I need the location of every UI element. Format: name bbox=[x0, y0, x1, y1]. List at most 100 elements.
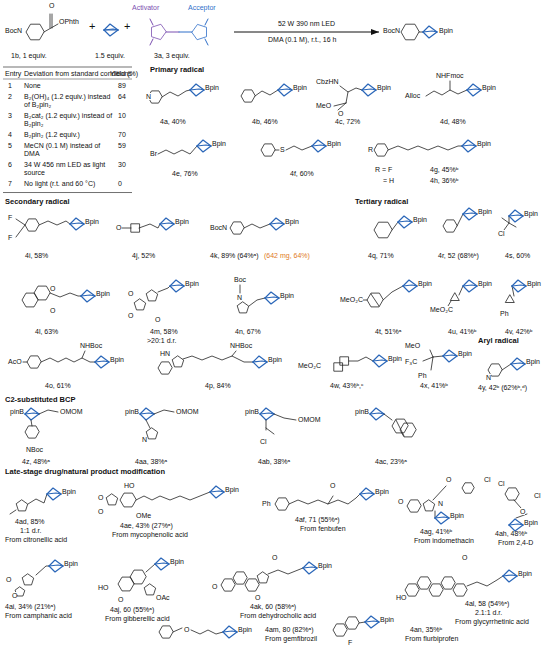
bond bbox=[44, 24, 58, 32]
atom-label: Bpin bbox=[170, 558, 184, 565]
atom-label: Bpin bbox=[85, 218, 99, 225]
bond bbox=[278, 90, 292, 96]
bond bbox=[504, 216, 509, 230]
acceptor-label: Acceptor bbox=[188, 4, 216, 12]
bond bbox=[158, 146, 197, 154]
bond bbox=[136, 492, 210, 500]
bond bbox=[363, 300, 367, 301]
bond bbox=[384, 414, 392, 420]
bond bbox=[190, 89, 204, 90]
bond bbox=[312, 140, 326, 146]
compound-label: 4ad, 85% bbox=[15, 518, 45, 526]
bond bbox=[106, 494, 117, 505]
compound-label: 4y, 42ᵇ (62%ᵇ,ᵈ) bbox=[478, 384, 527, 392]
bond bbox=[430, 350, 433, 357]
table-cell: B₂pin₂ (1.2 equiv.) bbox=[24, 131, 114, 139]
bond bbox=[210, 491, 224, 492]
compound-label: From citronellic acid bbox=[5, 536, 67, 544]
bond bbox=[423, 32, 437, 38]
table-cell: B₂cat₂ (1.2 equiv.) instead of B₂pin₂ bbox=[24, 112, 114, 128]
bond bbox=[462, 483, 474, 493]
bond bbox=[233, 572, 247, 584]
amount-label: 1.5 equiv. bbox=[95, 52, 125, 60]
bond bbox=[159, 626, 173, 638]
atom-label: N bbox=[237, 294, 242, 301]
bond bbox=[192, 24, 207, 39]
bond bbox=[197, 145, 211, 146]
bond bbox=[463, 285, 477, 286]
bond bbox=[25, 426, 39, 438]
bond bbox=[155, 558, 169, 564]
bond bbox=[223, 631, 237, 632]
bond bbox=[370, 413, 384, 414]
bond bbox=[400, 423, 416, 437]
table-cell: 1 bbox=[8, 82, 12, 90]
bond bbox=[462, 140, 476, 146]
bond bbox=[511, 364, 525, 370]
bond bbox=[429, 584, 443, 596]
bond bbox=[28, 494, 47, 504]
bond bbox=[312, 146, 326, 152]
atom-label: Bpin bbox=[280, 292, 294, 299]
bond bbox=[360, 493, 374, 494]
atom-label: Br bbox=[150, 150, 157, 157]
table-cell: 10 bbox=[118, 112, 126, 120]
compound-label: From gibberellic acid bbox=[105, 615, 170, 623]
atom-label: Bpin bbox=[175, 218, 189, 225]
compound-label: 4k, 89% (64%ᵃ) bbox=[210, 252, 259, 260]
bond bbox=[453, 584, 467, 596]
bond bbox=[122, 228, 131, 229]
compound-label: 2.1:1 d.r. bbox=[475, 609, 502, 617]
bond bbox=[25, 219, 39, 231]
table-cell: 0 bbox=[118, 180, 122, 188]
atom-label: F bbox=[8, 214, 12, 221]
atom-label: Bpin bbox=[518, 570, 532, 577]
bond bbox=[152, 24, 167, 39]
bond bbox=[146, 428, 157, 439]
plus-sign: + bbox=[124, 20, 130, 33]
bond bbox=[511, 363, 525, 364]
diboron-reagent: ActivatorAcceptor3a, 3 equiv. bbox=[130, 2, 230, 62]
compound-label: = H bbox=[383, 177, 394, 185]
atom-label: Ph bbox=[262, 500, 271, 507]
atom-label: Bpin bbox=[526, 358, 540, 365]
bond bbox=[104, 30, 118, 36]
atom-label: Bpin bbox=[413, 216, 427, 223]
bond bbox=[49, 560, 63, 566]
bond bbox=[81, 296, 95, 302]
bond bbox=[373, 361, 387, 367]
bond bbox=[401, 24, 419, 40]
bond bbox=[407, 500, 421, 512]
connectors bbox=[234, 32, 379, 33]
atom-label: Bpin bbox=[110, 356, 124, 363]
bond bbox=[403, 286, 417, 292]
atom-label: Bpin bbox=[418, 280, 432, 287]
bond bbox=[423, 500, 434, 511]
bond bbox=[463, 214, 477, 220]
table-cell: 2 bbox=[8, 93, 12, 101]
atom-label: CbzHN bbox=[316, 78, 339, 85]
atom-label: Ph bbox=[500, 310, 509, 317]
bond bbox=[360, 488, 374, 494]
bond bbox=[370, 414, 384, 420]
bond bbox=[205, 39, 208, 45]
atom-label: O bbox=[98, 508, 103, 515]
bond bbox=[70, 218, 84, 224]
bond bbox=[433, 486, 446, 500]
atom-label: MeO₂C bbox=[298, 362, 321, 369]
bond bbox=[260, 408, 274, 414]
bond bbox=[435, 512, 449, 518]
bond bbox=[360, 494, 374, 500]
compound-label: 4h, 36%ᵇ bbox=[430, 177, 458, 185]
bond bbox=[365, 621, 379, 622]
atom-label: pinB bbox=[245, 408, 259, 415]
atom-label: O bbox=[184, 626, 189, 633]
atom-label: Bpin bbox=[524, 210, 538, 217]
bond bbox=[509, 223, 516, 227]
bond bbox=[36, 566, 49, 575]
bond bbox=[140, 408, 154, 414]
bond bbox=[240, 285, 241, 293]
table-cell: 34 W 456 nm LED as light source bbox=[24, 161, 114, 177]
bond bbox=[253, 362, 267, 368]
bond bbox=[146, 420, 150, 428]
